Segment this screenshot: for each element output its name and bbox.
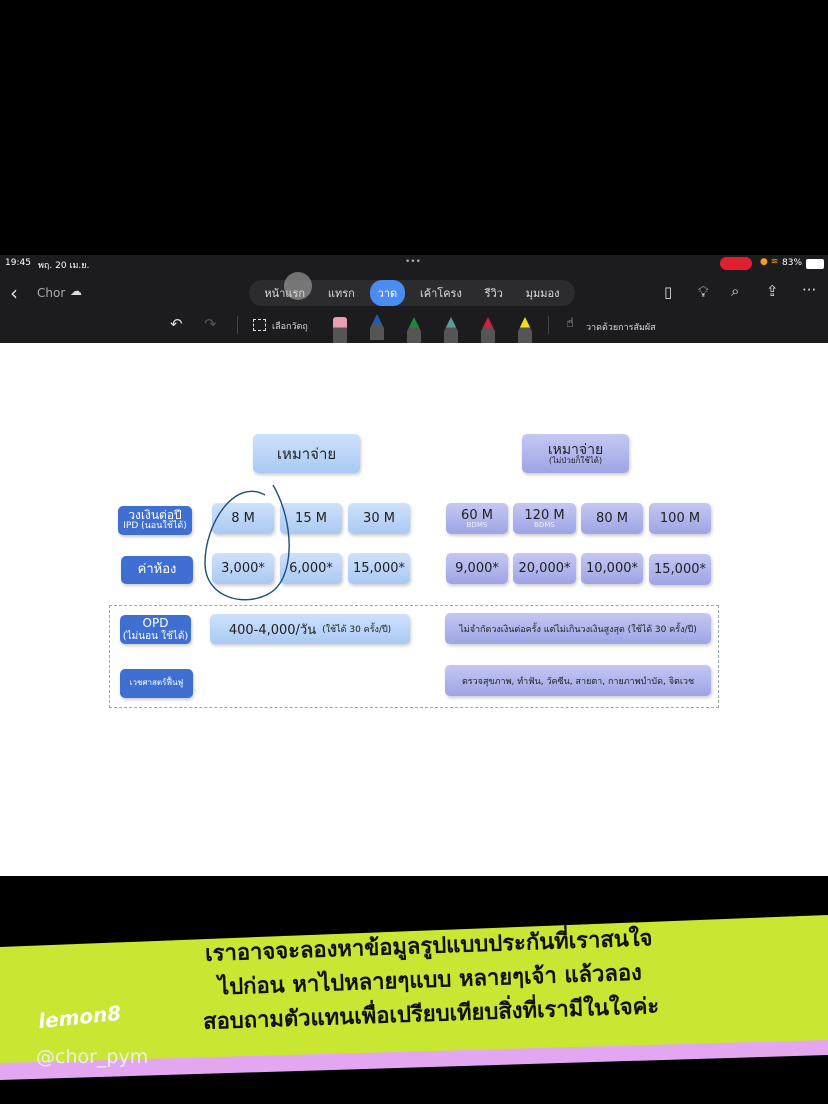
room-cell: 6,000*: [280, 553, 342, 584]
row-label-opd: OPD(ไม่นอน ใช้ได้): [120, 615, 191, 644]
cell-text: 400-4,000/วัน: [228, 622, 317, 638]
label-subtext: (ไม่นอน ใช้ได้): [122, 630, 189, 642]
limit-cell: 100 M: [649, 503, 711, 534]
wifi-icon: ● ︎≋: [760, 257, 779, 267]
lightbulb-icon[interactable]: 💡︎: [698, 283, 709, 301]
pen-tool[interactable]: [407, 317, 421, 343]
cell-text: 20,000*: [518, 561, 571, 576]
room-cell: 3,000*: [212, 553, 274, 584]
share-icon[interactable]: ⇪: [766, 282, 779, 300]
green-band: [0, 915, 828, 1063]
right-plan-header: เหมาจ่าย(ไม่ป่วยก็ใช้ได้): [522, 434, 629, 473]
dashed-group-border: [109, 605, 719, 708]
touch-indicator: [284, 272, 312, 300]
row-label-limit: วงเงินต่อปีIPD (นอนใช้ได้): [118, 506, 192, 535]
left-plan-header: เหมาจ่าย: [253, 434, 360, 473]
label-text: ค่าห้อง: [137, 561, 177, 577]
limit-cell: 15 M: [280, 503, 342, 534]
cell-text: 15 M: [295, 511, 327, 526]
label-text: เวชศาสตร์ฟื้นฟู: [129, 678, 184, 688]
cell-text: 3,000*: [221, 561, 265, 576]
cell-subtext: BDMS: [534, 520, 555, 529]
cell-text: 60 M: [461, 507, 493, 523]
cell-text: 8 M: [231, 511, 255, 526]
more-icon[interactable]: ···: [802, 281, 817, 299]
limit-cell: 80 M: [581, 503, 643, 534]
author-handle: @chor_pym: [36, 1046, 149, 1068]
opd-cell: ไม่จำกัดวงเงินต่อครั้ง แต่ไม่เกินวงเงินส…: [445, 613, 711, 644]
limit-cell: 8 M: [212, 503, 274, 534]
cell-text: 15,000*: [353, 561, 405, 576]
back-icon[interactable]: ‹: [10, 281, 18, 305]
caption-banner: [0, 915, 828, 1080]
multitask-dots[interactable]: •••: [405, 257, 421, 267]
time: 19:45: [5, 258, 31, 268]
redo-icon[interactable]: ↷: [204, 315, 217, 333]
battery-icon: [806, 259, 824, 269]
ribbon-tabs: หน้าแรก แทรก วาด เค้าโครง รีวิว มุมมอง: [249, 280, 575, 306]
undo-icon[interactable]: ↶: [170, 315, 183, 333]
header-text: เหมาจ่าย: [276, 444, 337, 463]
header-text: เหมาจ่าย: [547, 441, 604, 458]
touch-draw-icon[interactable]: ☝: [566, 316, 574, 331]
cell-text: 100 M: [659, 511, 701, 526]
room-cell: 15,000*: [348, 553, 410, 584]
cell-text: ตรวจสุขภาพ, ทำฟัน, วัคซีน, สายตา, กายภาพ…: [461, 676, 695, 687]
document-name[interactable]: Chor: [37, 286, 66, 300]
tab-draw[interactable]: วาด: [369, 280, 406, 306]
room-cell: 9,000*: [446, 553, 508, 584]
pen-tool[interactable]: [444, 317, 458, 343]
divider: [548, 316, 549, 334]
pen-tool[interactable]: [518, 317, 532, 343]
room-cell: 20,000*: [513, 553, 576, 584]
cell-text: 10,000*: [586, 561, 638, 576]
tab-review[interactable]: รีวิว: [484, 287, 503, 300]
cell-text: 9,000*: [455, 561, 499, 576]
room-cell: 10,000*: [581, 553, 643, 584]
label-text: OPD: [142, 616, 169, 631]
cell-subtext: BDMS: [466, 520, 488, 529]
cell-text: 80 M: [596, 511, 628, 526]
tab-layout[interactable]: เค้าโครง: [419, 287, 462, 300]
cell-text: 6,000*: [289, 561, 333, 576]
divider: [237, 316, 238, 334]
row-label-room: ค่าห้อง: [121, 556, 193, 584]
tab-home[interactable]: หน้าแรก: [264, 287, 306, 300]
label-subtext: IPD (นอนใช้ได้): [123, 521, 187, 532]
date: พฤ. 20 เม.ย.: [38, 261, 90, 271]
pen-tool[interactable]: [370, 314, 384, 340]
tab-view[interactable]: มุมมอง: [525, 287, 560, 300]
ink-circle-annotation[interactable]: [195, 483, 305, 613]
touch-draw-label[interactable]: วาดด้วยการสัมผัส: [586, 323, 656, 333]
cloud-sync-icon: ☁: [70, 284, 82, 298]
cell-text: 30 M: [363, 511, 395, 526]
phone-view-icon[interactable]: ▯: [664, 283, 673, 301]
cell-text: 120 M: [524, 507, 565, 523]
select-objects-label[interactable]: เลือกวัตถุ: [272, 322, 308, 332]
select-objects-icon[interactable]: [253, 319, 266, 331]
opd-cell: 400-4,000/วัน (ใช้ได้ 30 ครั้ง/ปี): [210, 614, 410, 644]
status-bar: 19:45 พฤ. 20 เม.ย. ••• ● ︎≋ 83%: [0, 255, 828, 273]
rehab-cell: ตรวจสุขภาพ, ทำฟัน, วัคซีน, สายตา, กายภาพ…: [445, 665, 711, 696]
room-cell: 15,000*: [649, 554, 711, 585]
limit-cell: 30 M: [348, 503, 410, 534]
pen-tool[interactable]: [333, 317, 347, 343]
battery-percent: 83%: [782, 258, 803, 268]
search-icon[interactable]: ⌕: [731, 282, 740, 300]
pen-tool[interactable]: [481, 317, 495, 343]
row-label-rehab: เวชศาสตร์ฟื้นฟู: [120, 669, 193, 698]
cell-text: ไม่จำกัดวงเงินต่อครั้ง แต่ไม่เกินวงเงินส…: [459, 624, 697, 635]
label-text: วงเงินต่อปี: [128, 507, 182, 522]
recording-indicator[interactable]: [720, 257, 752, 270]
cell-note: (ใช้ได้ 30 ครั้ง/ปี): [322, 625, 392, 635]
tab-insert[interactable]: แทรก: [327, 287, 355, 300]
cell-text: 15,000*: [654, 562, 706, 577]
header-subtext: (ไม่ป่วยก็ใช้ได้): [548, 455, 603, 465]
slide-canvas[interactable]: เหมาจ่าย เหมาจ่าย(ไม่ป่วยก็ใช้ได้) วงเงิ…: [0, 343, 828, 876]
